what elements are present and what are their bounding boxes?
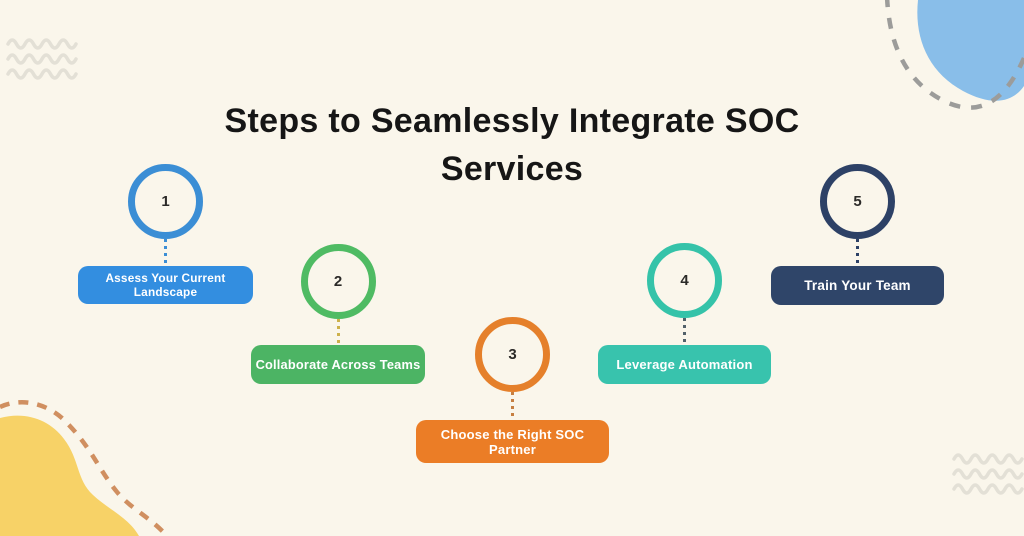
step-4-number: 4 xyxy=(680,272,689,289)
step-3-number: 3 xyxy=(508,346,517,363)
step-4: 4 Leverage Automation xyxy=(598,243,771,384)
step-3-connector xyxy=(511,392,514,420)
step-3-label: Choose the Right SOC Partner xyxy=(416,420,609,463)
step-2-connector xyxy=(336,319,340,345)
step-4-connector xyxy=(683,318,686,345)
blob-bottom-left xyxy=(0,415,139,536)
step-4-label: Leverage Automation xyxy=(598,345,771,384)
step-1: 1 Assess Your Current Landscape xyxy=(78,164,253,304)
step-5-connector xyxy=(856,239,859,266)
step-5: 5 Train Your Team xyxy=(771,164,944,305)
step-5-number: 5 xyxy=(853,193,862,210)
page-title: Steps to Seamlessly Integrate SOC Servic… xyxy=(0,97,1024,194)
step-3-circle: 3 xyxy=(475,317,550,392)
step-5-circle: 5 xyxy=(820,164,895,239)
step-2-circle: 2 xyxy=(300,244,376,319)
step-4-circle: 4 xyxy=(647,243,722,318)
waves-top-left-icon xyxy=(6,38,78,80)
page-title-text: Steps to Seamlessly Integrate SOC Servic… xyxy=(224,101,800,189)
step-1-label: Assess Your Current Landscape xyxy=(78,266,253,304)
dashed-curve-bottom-left-icon xyxy=(0,400,169,536)
step-1-circle: 1 xyxy=(128,164,203,239)
dashed-curve-top-right-icon xyxy=(885,0,1024,110)
step-2-number: 2 xyxy=(333,273,343,290)
step-5-label: Train Your Team xyxy=(771,266,944,305)
waves-bottom-right-icon xyxy=(952,453,1024,495)
blob-top-right xyxy=(917,0,1024,101)
step-2: 2 Collaborate Across Teams xyxy=(251,244,425,384)
step-2-label: Collaborate Across Teams xyxy=(251,345,425,384)
step-1-number: 1 xyxy=(161,193,170,210)
step-3: 3 Choose the Right SOC Partner xyxy=(416,317,609,463)
step-1-connector xyxy=(164,239,167,266)
